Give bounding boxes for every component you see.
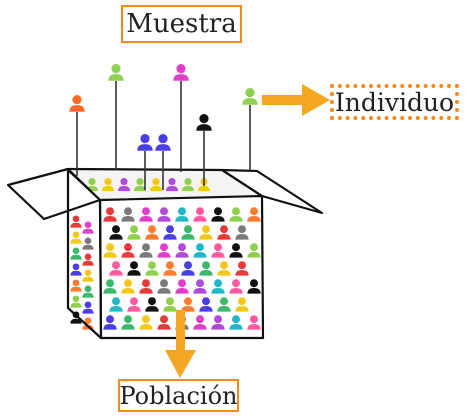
person-icon xyxy=(70,263,82,276)
person-icon xyxy=(193,207,207,222)
person-icon xyxy=(145,261,159,276)
person-icon xyxy=(247,207,261,222)
person-icon xyxy=(109,225,123,240)
sample-label: Muestra xyxy=(121,5,242,43)
person-icon xyxy=(229,207,243,222)
person-icon xyxy=(70,295,82,308)
person-icon xyxy=(181,225,195,240)
person-icon xyxy=(139,279,153,294)
person-icon xyxy=(145,225,159,240)
person-icon xyxy=(103,207,117,222)
person-icon xyxy=(103,243,117,258)
person-icon xyxy=(157,243,171,258)
person-icon xyxy=(127,225,141,240)
person-icon xyxy=(199,297,213,312)
arrow-right-icon xyxy=(262,84,330,116)
person-icon xyxy=(193,243,207,258)
person-icon xyxy=(217,297,231,312)
person-icon xyxy=(196,113,212,131)
person-icon xyxy=(157,279,171,294)
person-icon xyxy=(121,207,135,222)
person-icon xyxy=(193,279,207,294)
person-icon xyxy=(70,231,82,244)
person-icon xyxy=(163,261,177,276)
person-icon xyxy=(211,207,225,222)
person-icon xyxy=(108,63,124,81)
person-icon xyxy=(181,261,195,276)
person-icon xyxy=(82,237,94,250)
person-icon xyxy=(247,279,261,294)
individual-label: Individuo xyxy=(330,84,459,120)
person-icon xyxy=(235,261,249,276)
person-icon xyxy=(82,301,94,314)
population-label: Población xyxy=(118,379,239,412)
person-icon xyxy=(139,243,153,258)
person-icon xyxy=(175,279,189,294)
person-icon xyxy=(137,133,153,151)
person-icon xyxy=(82,253,94,266)
person-icon xyxy=(121,243,135,258)
person-icon xyxy=(163,297,177,312)
person-icon xyxy=(82,221,94,234)
box-side-face xyxy=(66,168,103,340)
arrow-down-icon xyxy=(165,310,196,378)
sample-sticks xyxy=(76,81,251,190)
person-icon xyxy=(139,207,153,222)
person-icon xyxy=(70,247,82,260)
person-icon xyxy=(193,315,207,330)
box-inside xyxy=(72,170,262,200)
person-icon xyxy=(109,297,123,312)
person-icon xyxy=(163,225,177,240)
person-icon xyxy=(109,261,123,276)
person-icon xyxy=(211,315,225,330)
person-icon xyxy=(103,315,117,330)
person-icon xyxy=(127,297,141,312)
person-icon xyxy=(121,279,135,294)
person-icon xyxy=(82,285,94,298)
person-icon xyxy=(217,225,231,240)
box-outline xyxy=(6,167,324,340)
person-icon xyxy=(173,63,189,81)
person-icon xyxy=(145,297,159,312)
person-icon xyxy=(229,279,243,294)
person-icon xyxy=(217,261,231,276)
person-icon xyxy=(175,243,189,258)
person-icon xyxy=(229,243,243,258)
person-icon xyxy=(181,297,195,312)
person-icon xyxy=(70,215,82,228)
person-icon xyxy=(82,269,94,282)
person-icon xyxy=(70,279,82,292)
person-icon xyxy=(139,315,153,330)
person-icon xyxy=(247,243,261,258)
person-icon xyxy=(199,261,213,276)
person-icon xyxy=(247,315,261,330)
person-icon xyxy=(235,297,249,312)
person-icon xyxy=(103,279,117,294)
person-icon xyxy=(229,315,243,330)
person-icon xyxy=(127,261,141,276)
person-icon xyxy=(157,207,171,222)
person-icon xyxy=(157,315,171,330)
person-icon xyxy=(69,94,85,112)
sample-people xyxy=(69,63,258,151)
person-icon xyxy=(211,243,225,258)
person-icon xyxy=(211,279,225,294)
person-icon xyxy=(242,87,258,105)
person-icon xyxy=(155,133,171,151)
person-icon xyxy=(175,207,189,222)
person-icon xyxy=(199,225,213,240)
person-icon xyxy=(235,225,249,240)
person-icon xyxy=(121,315,135,330)
